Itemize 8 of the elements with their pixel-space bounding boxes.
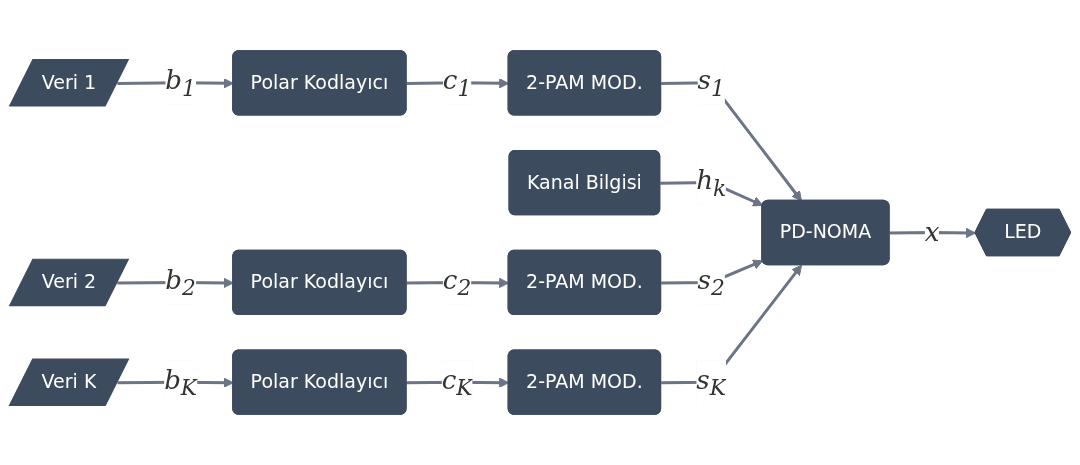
edge-label: b$_{1}$ bbox=[165, 65, 196, 101]
edge-label: s$_{1}$ bbox=[697, 65, 725, 101]
edge-label: c$_{2}$ bbox=[442, 265, 472, 301]
edge-label: x bbox=[924, 217, 940, 248]
edge-label: s$_{2}$ bbox=[697, 265, 725, 301]
edge-label: b$_{2}$ bbox=[165, 265, 196, 301]
edge-label: h$_{k}$ bbox=[696, 165, 727, 201]
edge-label: c$_{1}$ bbox=[442, 65, 472, 101]
